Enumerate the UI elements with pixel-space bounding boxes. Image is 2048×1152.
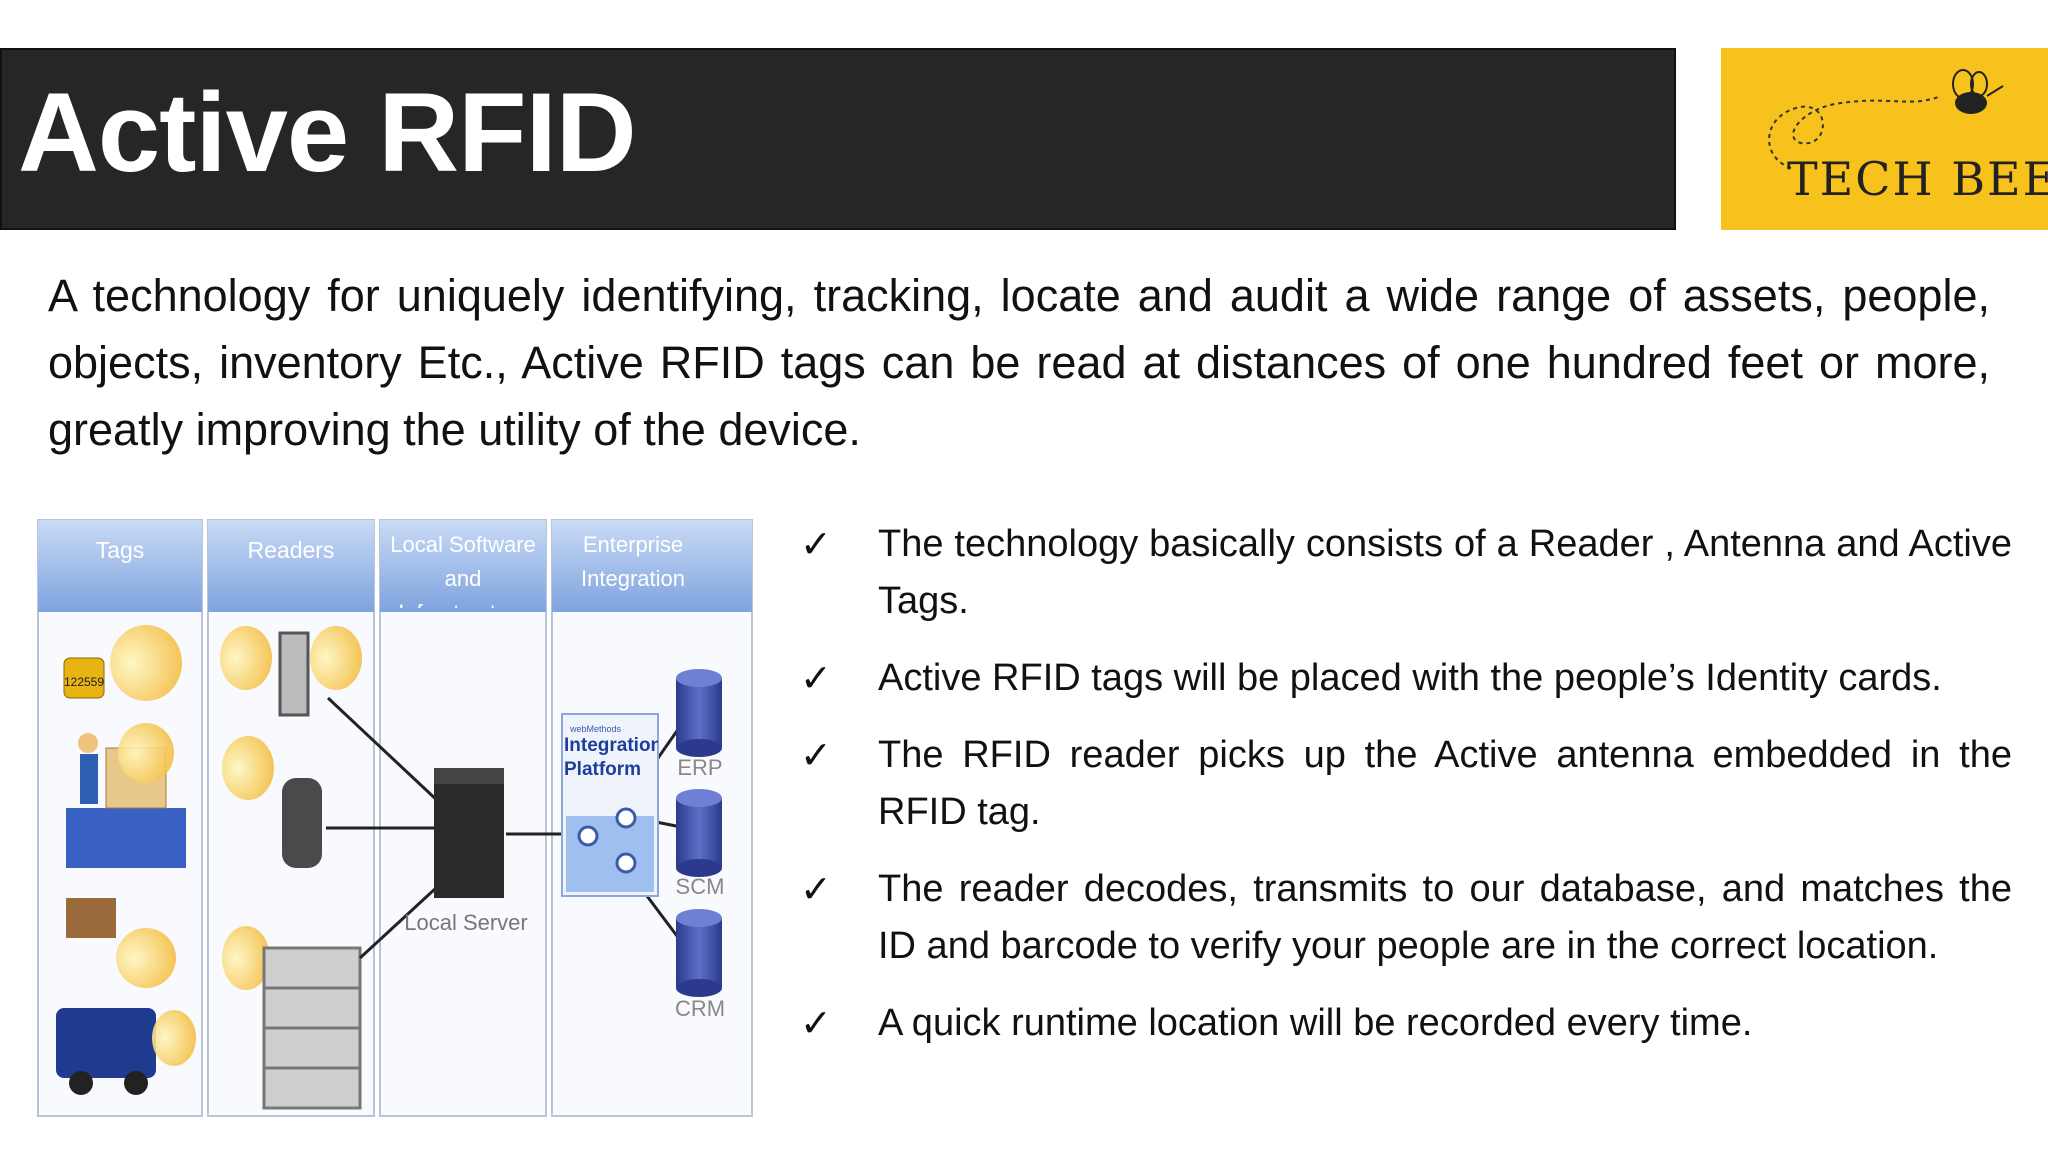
boxes-icon (66, 898, 116, 938)
diagram-canvas: Tags Readers Local Software and Infrastr… (36, 518, 756, 1120)
readers-illustrations (220, 626, 362, 1110)
portal-reader-icon (278, 631, 310, 717)
local-server-icon (434, 768, 504, 898)
pallet-platform-icon (66, 808, 186, 868)
bullet-item: ✓The RFID reader picks up the Active ant… (796, 727, 2012, 841)
checkmark-icon: ✓ (800, 522, 832, 566)
tags-illustrations: 122559 (56, 625, 196, 1095)
column-header-enterprise: Enterprise Integration (581, 532, 685, 591)
checkmark-icon: ✓ (800, 1001, 832, 1045)
bullet-item: ✓A quick runtime location will be record… (796, 995, 2012, 1052)
tag-number: 122559 (64, 675, 104, 689)
rfid-architecture-diagram: Tags Readers Local Software and Infrastr… (36, 518, 756, 1120)
handheld-reader-icon (282, 778, 322, 868)
intro-paragraph: A technology for uniquely identifying, t… (48, 270, 1990, 455)
column-header-local-software: Local Software and Infrastructure (390, 532, 536, 608)
integration-platform-label: Integration Platform (564, 735, 658, 780)
checkmark-icon: ✓ (800, 867, 832, 911)
erp-database-icon (676, 669, 722, 757)
tech-bee-logo: TECH BEE (1721, 48, 2048, 230)
bullet-item: ✓Active RFID tags will be placed with th… (796, 650, 2012, 707)
checkmark-icon: ✓ (800, 733, 832, 777)
ear-tag-icon (63, 657, 105, 699)
erp-label: ERP (677, 755, 722, 780)
crm-database-icon (676, 909, 722, 997)
bullet-list: ✓The technology basically consists of a … (796, 516, 2012, 1072)
bullet-item: ✓The reader decodes, transmits to our da… (796, 861, 2012, 975)
title-bar: Active RFID (0, 48, 1676, 230)
bee-icon (1768, 69, 2004, 169)
scm-label: SCM (676, 874, 725, 899)
local-server-label: Local Server (404, 910, 528, 935)
crm-label: CRM (675, 996, 725, 1021)
scm-database-icon (676, 789, 722, 877)
column-header-tags: Tags (96, 537, 145, 563)
bullet-item: ✓The technology basically consists of a … (796, 516, 2012, 630)
truck-icon (56, 1008, 156, 1078)
checkmark-icon: ✓ (800, 656, 832, 700)
column-header-readers: Readers (248, 537, 335, 563)
platform-caption: webMethods (569, 724, 622, 734)
logo-text: TECH BEE (1787, 152, 2048, 206)
slide-title: Active RFID (18, 70, 637, 195)
integration-platform-box (561, 713, 659, 897)
